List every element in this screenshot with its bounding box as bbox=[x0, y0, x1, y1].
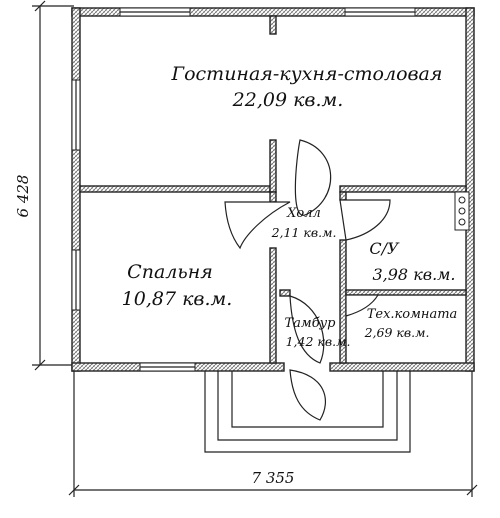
room-bath: С/У 3,98 кв.м. bbox=[369, 239, 455, 284]
room-bath-area: 3,98 кв.м. bbox=[372, 265, 455, 284]
entrance-porch bbox=[204, 370, 411, 453]
dimension-height-label: 6 428 bbox=[14, 175, 32, 218]
room-tech-area: 2,69 кв.м. bbox=[364, 325, 430, 340]
room-vestibule: Тамбур 1,42 кв.м. bbox=[285, 316, 351, 349]
windows bbox=[71, 7, 416, 372]
room-living: Гостиная-кухня-столовая 22,09 кв.м. bbox=[171, 63, 443, 111]
dimension-width bbox=[68, 368, 478, 497]
room-tech-name: Тех.комната bbox=[367, 307, 458, 322]
dimension-width-label: 7 355 bbox=[252, 469, 295, 487]
room-vestibule-area: 1,42 кв.м. bbox=[286, 334, 351, 349]
inner-walls bbox=[79, 15, 467, 364]
room-living-area: 22,09 кв.м. bbox=[232, 89, 344, 111]
room-bedroom-area: 10,87 кв.м. bbox=[122, 288, 233, 310]
room-hall-name: Холл bbox=[286, 206, 321, 221]
stove-icon bbox=[454, 191, 470, 231]
room-bedroom: Спальня 10,87 кв.м. bbox=[122, 261, 233, 310]
room-hall-area: 2,11 кв.м. bbox=[271, 225, 337, 240]
room-bath-name: С/У bbox=[369, 239, 400, 258]
room-bedroom-name: Спальня bbox=[127, 261, 213, 283]
dimension-height bbox=[32, 0, 74, 371]
door-swings bbox=[224, 139, 391, 421]
room-vestibule-name: Тамбур bbox=[285, 316, 337, 331]
room-living-name: Гостиная-кухня-столовая bbox=[171, 63, 443, 85]
room-hall: Холл 2,11 кв.м. bbox=[271, 206, 337, 240]
room-tech: Тех.комната 2,69 кв.м. bbox=[364, 307, 458, 340]
